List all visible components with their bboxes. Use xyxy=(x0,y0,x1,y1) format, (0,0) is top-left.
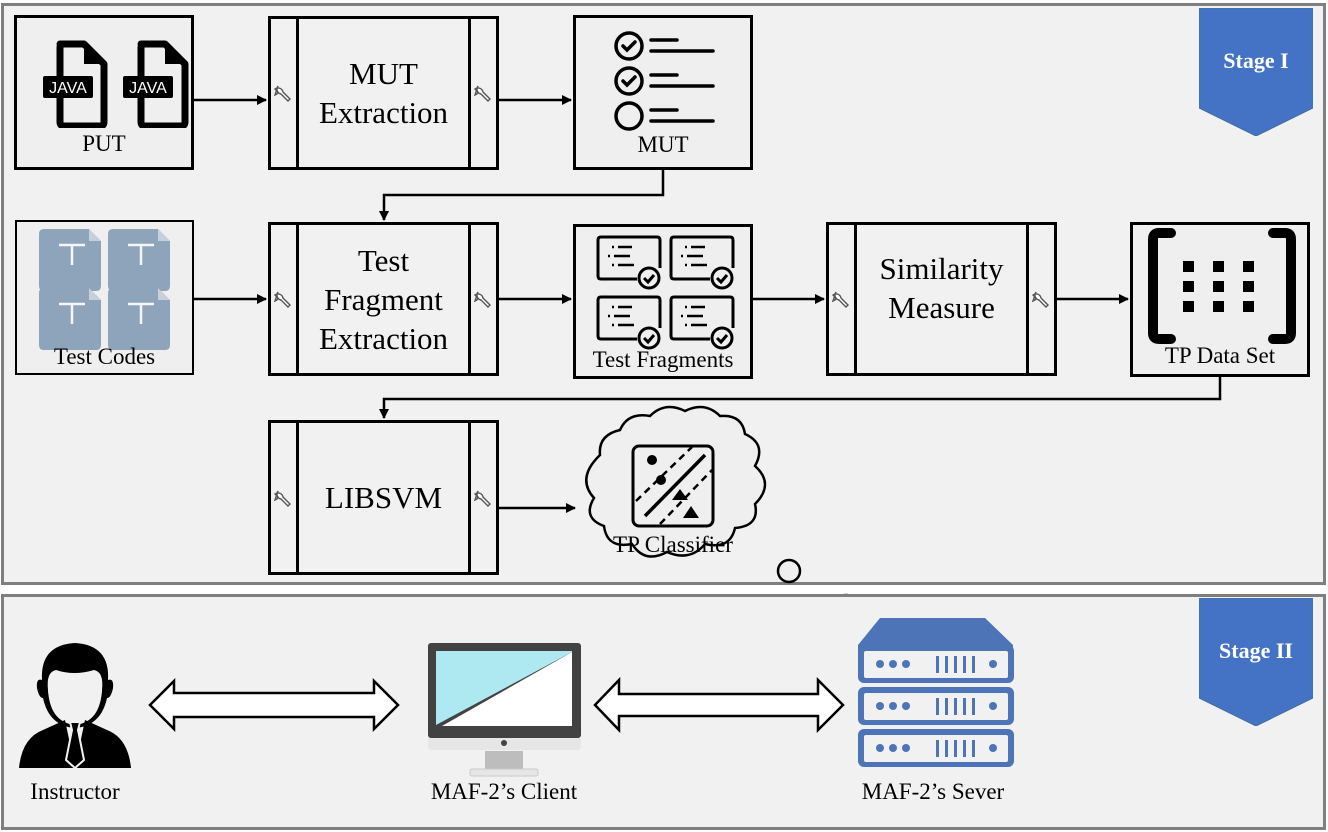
process-libsvm: LIBSVM xyxy=(268,420,499,575)
process-similarity-measure: Similarity Measure xyxy=(826,222,1057,376)
process-title: LIBSVM xyxy=(324,480,443,515)
thought-bubble xyxy=(776,558,802,584)
server-icon xyxy=(858,618,1014,767)
badge-shape xyxy=(1198,597,1314,727)
tp-classifier-label: TP Classifier xyxy=(613,532,733,557)
wrench-icon xyxy=(274,490,291,507)
put-label: PUT xyxy=(82,131,126,156)
process-test-fragment-extraction: Test Fragment Extraction xyxy=(268,222,499,376)
mut-label: MUT xyxy=(637,132,689,157)
badge-shape xyxy=(1198,7,1314,137)
tp-data-set-label: TP Data Set xyxy=(1164,343,1276,368)
matrix-icon xyxy=(1148,228,1296,344)
arrow-dataset-to-libsvm xyxy=(379,377,1222,419)
test-codes-label: Test Codes xyxy=(53,344,156,369)
process-title: Test Fragment Extraction xyxy=(318,242,449,356)
put-box: JAVA JAVA PUT xyxy=(14,15,194,170)
wrench-icon xyxy=(474,85,491,102)
test-fragments-box: Test Fragments xyxy=(573,224,753,379)
bidirectional-arrow-client-server xyxy=(593,676,845,734)
wrench-icon xyxy=(1032,291,1049,308)
test-file-icon xyxy=(39,229,170,350)
instructor-label: Instructor xyxy=(30,779,120,804)
svm-classifier-icon xyxy=(631,444,715,528)
stage-1-badge-label: Stage I xyxy=(1223,48,1289,73)
java-tag-2: JAVA xyxy=(129,80,167,97)
tp-data-set-box: TP Data Set xyxy=(1130,222,1310,377)
stage-2-badge-label: Stage II xyxy=(1219,638,1293,663)
test-fragments-label: Test Fragments xyxy=(592,347,734,372)
wrench-icon xyxy=(274,85,291,102)
process-mut-extraction: MUT Extraction xyxy=(268,16,499,170)
instructor-icon xyxy=(19,643,131,770)
process-title: Similarity Measure xyxy=(879,251,1004,325)
bidirectional-arrow-instructor-client xyxy=(148,677,400,733)
tp-classifier-cloud xyxy=(585,405,856,613)
wrench-icon xyxy=(474,490,491,507)
stage-1-badge: Stage I xyxy=(1198,7,1314,137)
wrench-icon xyxy=(832,291,849,308)
java-tag-1: JAVA xyxy=(49,80,87,97)
wrench-icon xyxy=(274,291,291,308)
test-codes-box: Test Codes xyxy=(15,220,194,375)
wrench-icon xyxy=(474,291,491,308)
client-label: MAF-2’s Client xyxy=(430,779,578,804)
server-label: MAF-2’s Sever xyxy=(861,779,1005,804)
java-file-icon: JAVA JAVA xyxy=(43,40,189,128)
checklist-icon xyxy=(614,31,715,131)
arrow-mut-to-test-fragment-extraction xyxy=(379,170,665,221)
stage-2-badge: Stage II xyxy=(1198,597,1314,727)
process-title: MUT Extraction xyxy=(318,56,449,130)
monitor-icon xyxy=(428,643,581,777)
mut-box: MUT xyxy=(573,15,753,170)
